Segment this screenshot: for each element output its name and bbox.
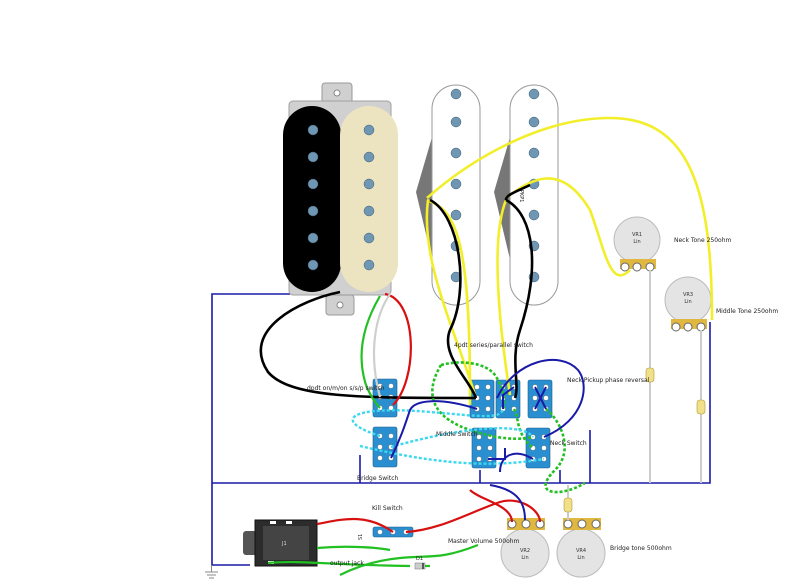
label-diode: D1 [416, 556, 423, 562]
vr3-taper: Lin [684, 299, 691, 305]
wires-cyan-dotted [351, 408, 545, 465]
wires-green [267, 295, 479, 576]
vr4-name: VR4 [576, 548, 586, 554]
switch-lugs [377, 383, 549, 535]
label-middle-tone: Middle Tone 250ohm [716, 308, 778, 315]
wires-white [372, 293, 391, 398]
vr3-name: VR3 [683, 292, 693, 298]
pot-vr4: VR4 Lin [556, 518, 606, 578]
label-output-jack: output jack [330, 560, 364, 567]
ground-bus [211, 293, 711, 566]
label-bridge-tone: Bridge tone 500ohm [610, 545, 672, 552]
label-series-parallel: 4pdt series/parallel switch [454, 342, 533, 349]
wires-red [316, 292, 542, 534]
pickup-mid-label: PKP1 [518, 190, 524, 203]
vr1-taper: Lin [633, 239, 640, 245]
jack-id: J1 [281, 541, 287, 547]
wires-blue [390, 358, 585, 521]
diode-d1 [414, 562, 426, 570]
vr1-name: VR1 [632, 232, 642, 238]
vr4-taper: Lin [577, 555, 584, 561]
label-neck-phase: Neck Pickup phase reversal [567, 377, 650, 384]
ground-symbol [205, 565, 218, 579]
single-coil-pickup-2: PKP1 [494, 84, 559, 306]
label-dpdt: dpdt on/m/on s/s/p switch [307, 385, 385, 392]
wires-yellow [425, 116, 714, 405]
label-middle-switch: Middle Switch [436, 431, 478, 438]
wires-black [259, 183, 534, 400]
label-s1: S1 [358, 534, 364, 540]
label-bridge-switch: Bridge Switch [357, 475, 399, 482]
label-kill-switch: Kill Switch [372, 505, 403, 512]
pot-vr3: VR3 Lin [664, 276, 712, 332]
vr2-name: VR2 [520, 548, 530, 554]
humbucker-pickup [283, 82, 398, 316]
output-jack: J1 [243, 519, 318, 567]
vr2-taper: Lin [521, 555, 528, 561]
label-neck-tone: Neck Tone 250ohm [674, 237, 732, 244]
single-coil-pickup-1 [416, 84, 481, 306]
tone-capacitors [563, 270, 706, 520]
pot-vr2: VR2 Lin [500, 518, 550, 578]
label-neck-switch: Neck Switch [550, 440, 587, 447]
pot-vr1: VR1 Lin [613, 216, 661, 272]
label-master-volume: Master Volume 500ohm [448, 538, 520, 545]
